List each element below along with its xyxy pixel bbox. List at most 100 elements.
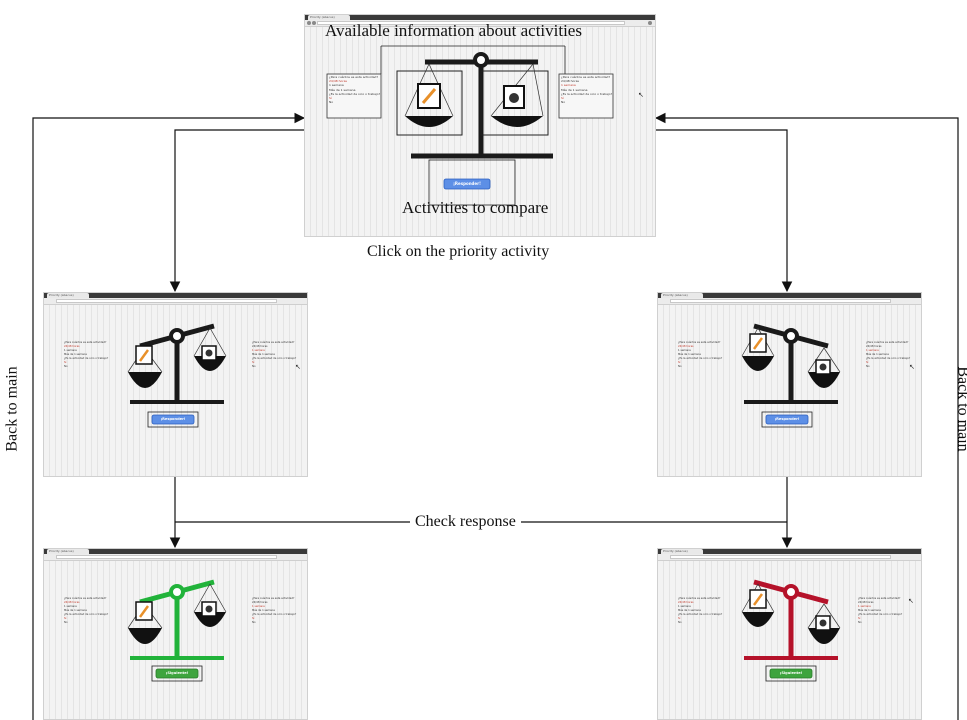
panel-question: ¿Para cuántos es esta actividad? — [252, 597, 295, 600]
panel-option[interactable]: No — [678, 365, 682, 368]
mouse-cursor-icon: ↖ — [295, 363, 301, 371]
browser-titlebar — [305, 15, 655, 20]
url-bar — [56, 555, 277, 559]
panel-option[interactable]: No — [64, 621, 68, 624]
url-bar — [670, 299, 891, 303]
panel-option[interactable]: No — [252, 365, 256, 368]
panel-question: ¿Para cuántos es esta actividad? — [252, 341, 295, 344]
panel-question: ¿Para cuántos es esta actividad? — [866, 341, 909, 344]
mouse-cursor-icon: ↖ — [908, 597, 914, 605]
respond-button[interactable]: ¡Responder! — [774, 417, 800, 421]
menu-icon — [648, 21, 652, 25]
panel-option[interactable]: Sí — [64, 617, 67, 620]
browser-titlebar — [658, 293, 921, 298]
panel-option[interactable]: Más de 1 semana — [866, 353, 889, 356]
info-panel-left: ¿Para cuántos es esta actividad? 24/48 h… — [678, 341, 726, 369]
panel-option[interactable]: Sí — [678, 617, 681, 620]
panel-option[interactable]: No — [678, 621, 682, 624]
panel-option[interactable]: Más de 1 semana — [678, 609, 701, 612]
panel-option[interactable]: No — [64, 365, 68, 368]
panel-option[interactable]: Sí — [678, 361, 681, 364]
panel-question: ¿Es la actividad de ocio o trabajo? — [64, 613, 109, 616]
panel-option[interactable]: 1 semana — [329, 83, 344, 88]
panel-option[interactable]: Sí — [252, 361, 255, 364]
panel-option[interactable]: 24/48 horas — [64, 601, 80, 604]
panel-option[interactable]: 1 semana — [678, 349, 691, 352]
panel-option[interactable]: Sí — [858, 617, 861, 620]
screenshot-wrong: Priority (abacus) ¿Para cuántos es esta … — [657, 548, 922, 720]
panel-option[interactable]: 1 semana — [866, 349, 879, 352]
scale-scene-main — [326, 45, 614, 206]
panel-option[interactable]: No — [561, 100, 566, 105]
browser-titlebar — [44, 549, 307, 554]
panel-option[interactable]: 24/48 horas — [561, 79, 579, 84]
panel-option[interactable]: Sí — [329, 96, 332, 101]
panel-question: ¿Para cuántos es esta actividad? — [678, 597, 721, 600]
screenshot-main: Priority (abacus) — [304, 14, 656, 237]
panel-option[interactable]: 1 semana — [678, 605, 691, 608]
panel-option[interactable]: 1 semana — [64, 605, 77, 608]
panel-option[interactable]: No — [252, 621, 256, 624]
info-panel-left: ¿Para cuántos es esta actividad? 24/48 h… — [678, 597, 726, 625]
panel-question: ¿Para cuántos es esta actividad? — [329, 75, 379, 79]
panel-option[interactable]: Más de 1 semana — [64, 609, 87, 612]
panel-option[interactable]: Más de 1 semana — [64, 353, 87, 356]
browser-toolbar — [305, 20, 655, 27]
panel-option[interactable]: 1 semana — [64, 349, 77, 352]
info-panel-left: ¿Para cuántos es esta actividad? 24/48 h… — [64, 597, 112, 625]
panel-option[interactable]: Más de 1 semana — [329, 87, 356, 92]
panel-option[interactable]: No — [329, 100, 334, 105]
panel-option[interactable]: Más de 1 semana — [858, 609, 881, 612]
panel-option[interactable]: 1 semana — [252, 349, 265, 352]
panel-option[interactable]: Sí — [252, 617, 255, 620]
browser-toolbar — [44, 298, 307, 305]
info-panel-left: ¿Para cuántos es esta actividad? 24/48 h… — [329, 75, 381, 104]
info-panel-right: ¿Para cuántos es esta actividad? 24/48 h… — [252, 597, 300, 625]
url-bar — [317, 21, 625, 25]
panel-option[interactable]: Más de 1 semana — [252, 353, 275, 356]
panel-option[interactable]: Sí — [561, 96, 564, 101]
browser-tab: Priority (abacus) — [47, 549, 89, 554]
caption-click-step: Click on the priority activity — [362, 243, 555, 261]
panel-option[interactable]: 24/48 horas — [866, 345, 882, 348]
panel-question: ¿Es la actividad de ocio o trabajo? — [678, 613, 723, 616]
browser-tab: Priority (abacus) — [308, 15, 350, 20]
panel-option[interactable]: Más de 1 semana — [252, 609, 275, 612]
panel-option[interactable]: 24/48 horas — [329, 79, 347, 84]
panel-option[interactable]: 24/48 horas — [678, 601, 694, 604]
caption-check-step: Check response — [410, 513, 521, 531]
browser-tab: Priority (abacus) — [661, 549, 703, 554]
panel-question: ¿Es la actividad de ocio o trabajo? — [329, 91, 381, 96]
browser-toolbar — [44, 554, 307, 561]
panel-option[interactable]: 24/48 horas — [252, 345, 268, 348]
respond-button[interactable]: ¡Responder! — [160, 417, 186, 421]
info-panel-right: ¿Para cuántos es esta actividad? 24/48 h… — [866, 341, 914, 369]
panel-question: ¿Para cuántos es esta actividad? — [858, 597, 901, 600]
panel-question: ¿Es la actividad de ocio o trabajo? — [561, 91, 613, 96]
browser-titlebar — [658, 549, 921, 554]
screenshot-correct: Priority (abacus) ¿Para cuántos es esta … — [43, 548, 308, 720]
panel-option[interactable]: Sí — [64, 361, 67, 364]
next-button[interactable]: ¡Siguiente! — [165, 671, 189, 675]
scale-scene-correct — [127, 579, 227, 682]
panel-option[interactable]: Más de 1 semana — [678, 353, 701, 356]
panel-option[interactable]: 24/48 horas — [858, 601, 874, 604]
panel-question: ¿Es la actividad de ocio o trabajo? — [64, 357, 109, 360]
panel-option[interactable]: 1 semana — [858, 605, 871, 608]
panel-option[interactable]: 24/48 horas — [252, 601, 268, 604]
panel-option[interactable]: 1 semana — [252, 605, 265, 608]
info-panel-left: ¿Para cuántos es esta actividad? 24/48 h… — [64, 341, 112, 369]
panel-option[interactable]: Más de 1 semana — [561, 87, 588, 92]
panel-option[interactable]: Sí — [866, 361, 869, 364]
panel-option[interactable]: 24/48 horas — [64, 345, 80, 348]
panel-option[interactable]: No — [858, 621, 862, 624]
panel-question: ¿Es la actividad de ocio o trabajo? — [866, 357, 911, 360]
url-bar — [56, 299, 277, 303]
panel-option[interactable]: No — [866, 365, 870, 368]
next-button[interactable]: ¡Siguiente! — [779, 671, 803, 675]
panel-option[interactable]: 1 semana — [561, 83, 576, 88]
panel-question: ¿Es la actividad de ocio o trabajo? — [252, 613, 297, 616]
respond-button[interactable]: ¡Responder! — [453, 181, 481, 186]
panel-option[interactable]: 24/48 horas — [678, 345, 694, 348]
caption-available-info: Available information about activities — [325, 21, 582, 40]
